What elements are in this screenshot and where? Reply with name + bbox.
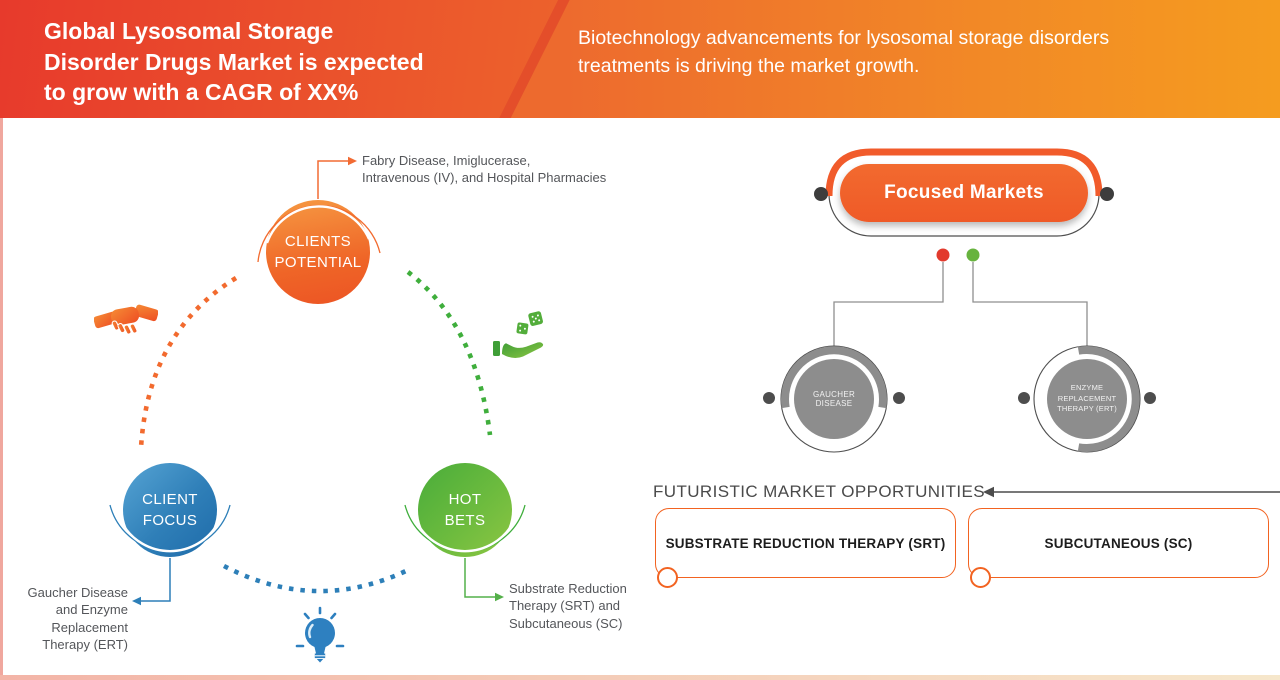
banner-title-line2: Disorder Drugs Market is expected bbox=[44, 48, 424, 75]
node-ert: ENZYME REPLACEMENT THERAPY (ERT) bbox=[1047, 359, 1127, 439]
note-clients-potential: Fabry Disease, Imiglucerase, Intravenous… bbox=[362, 153, 607, 186]
opportunity-box-srt-corner-dot bbox=[657, 567, 678, 588]
banner: Global Lysosomal Storage Disorder Drugs … bbox=[0, 0, 1280, 118]
banner-subtitle: Biotechnology advancements for lysosomal… bbox=[578, 25, 1248, 80]
banner-title-line3: to grow with a CAGR of XX% bbox=[44, 79, 359, 106]
node-gaucher-disease: GAUCHER DISEASE bbox=[794, 359, 874, 439]
opportunity-box-sc: SUBCUTANEOUS (SC) bbox=[968, 508, 1269, 578]
dice-hand-icon bbox=[493, 311, 544, 359]
banner-left-wedge bbox=[0, 0, 559, 118]
note-hot-bets: Substrate Reduction Therapy (SRT) and Su… bbox=[509, 581, 627, 631]
opportunities-heading: FUTURISTIC MARKET OPPORTUNITIES bbox=[653, 482, 985, 501]
node-client-focus: CLIENT FOCUS bbox=[123, 463, 217, 557]
banner-title-line1: Global Lysosomal Storage bbox=[44, 18, 334, 44]
node-hot-bets: HOT BETS bbox=[418, 463, 512, 557]
banner-subtitle-line2: treatments is driving the market growth. bbox=[578, 54, 920, 77]
opportunity-box-srt: SUBSTRATE REDUCTION THERAPY (SRT) bbox=[655, 508, 956, 578]
focused-markets-pill: Focused Markets bbox=[840, 164, 1088, 222]
lightbulb-icon bbox=[295, 606, 345, 663]
bottom-accent-strip bbox=[0, 675, 1280, 680]
banner-subtitle-line1: Biotechnology advancements for lysosomal… bbox=[578, 27, 1110, 49]
node-clients-potential: CLIENTS POTENTIAL bbox=[266, 200, 370, 304]
note-client-focus: Gaucher Disease and Enzyme Replacement T… bbox=[27, 585, 128, 652]
handshake-icon bbox=[94, 304, 158, 335]
banner-title: Global Lysosomal Storage Disorder Drugs … bbox=[44, 16, 514, 108]
opportunity-box-sc-corner-dot bbox=[970, 567, 991, 588]
